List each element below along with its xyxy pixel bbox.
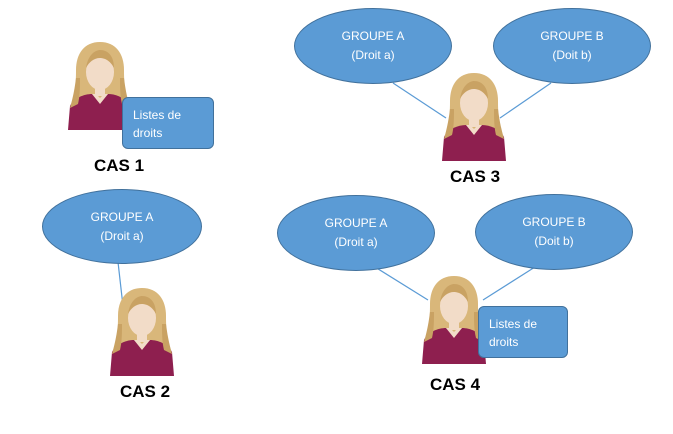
- cas4-rights-list-note: Listes de droits: [478, 306, 568, 358]
- cas4-label: CAS 4: [430, 375, 481, 394]
- cas4-groupe-a-ellipse: GROUPE A (Droit a): [277, 195, 435, 271]
- cas1-rights-list-note: Listes de droits: [122, 97, 214, 149]
- group-right: (Droit a): [100, 228, 144, 243]
- group-title: GROUPE A: [90, 209, 154, 224]
- connector-cas3-groupe-b: [499, 82, 552, 119]
- group-right: (Doit b): [534, 234, 574, 248]
- group-title: GROUPE B: [522, 215, 586, 229]
- group-right: (Droit a): [351, 48, 395, 62]
- note-line-1: Listes de: [489, 317, 538, 331]
- group-title: GROUPE A: [324, 216, 388, 230]
- group-right: (Droit a): [334, 235, 378, 249]
- group-right: (Doit b): [552, 48, 592, 62]
- group-title: GROUPE B: [540, 29, 604, 43]
- note-line-1: Listes de: [133, 108, 182, 122]
- user-avatar-icon: [436, 69, 512, 161]
- cas3-groupe-b-ellipse: GROUPE B (Doit b): [493, 8, 651, 84]
- user-avatar-icon: [104, 284, 180, 376]
- cas2-label: CAS 2: [120, 382, 171, 401]
- connector-cas3-groupe-a: [392, 82, 447, 119]
- cas4-groupe-b-ellipse: GROUPE B (Doit b): [475, 194, 633, 270]
- connector-cas4-groupe-a: [374, 266, 429, 301]
- connector-cas4-groupe-b: [482, 266, 536, 301]
- cas2-groupe-a-ellipse: GROUPE A (Droit a): [42, 189, 202, 264]
- note-line-2: droits: [489, 335, 519, 349]
- group-title: GROUPE A: [341, 29, 405, 43]
- cas3-groupe-a-ellipse: GROUPE A (Droit a): [294, 8, 452, 84]
- cas1-label: CAS 1: [94, 156, 145, 175]
- note-line-2: droits: [133, 126, 163, 140]
- cas3-label: CAS 3: [450, 167, 501, 186]
